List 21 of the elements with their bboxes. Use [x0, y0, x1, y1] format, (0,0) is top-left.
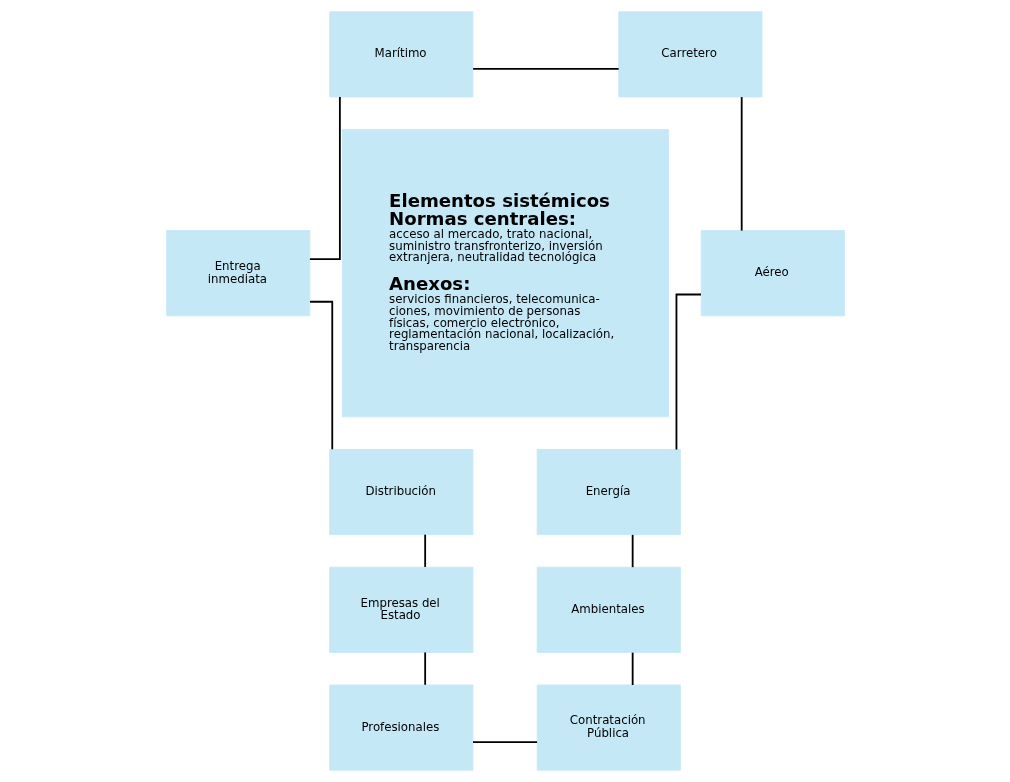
connector [631, 534, 634, 569]
connector [631, 651, 634, 686]
connector [308, 96, 341, 261]
node-box: Aéreo [700, 230, 845, 317]
connector [308, 300, 333, 451]
node-box: Contratación Pública [536, 684, 681, 771]
connector [675, 293, 702, 451]
connector [471, 68, 620, 70]
connector [423, 533, 426, 568]
node-box: Entrega inmediata [165, 230, 310, 317]
node-box: Empresas del Estado [328, 566, 473, 653]
node-box: Carretero [617, 11, 762, 98]
node-box: Energía [536, 449, 681, 536]
connector [423, 651, 426, 686]
node-box: Distribución [328, 449, 473, 536]
node-box: Marítimo [328, 11, 473, 98]
node-box: Profesionales [328, 684, 473, 771]
node-box: Ambientales [536, 566, 681, 653]
connector [471, 741, 538, 743]
node-box: Elementos sistémicos Normas centrales: acceso al mercado, trato nacional, suministro transfronterizo, inversión extranjera, neutralidad tecnológica Anexos: servicios financieros, telecomunica-ciones, movimiento de personas físicas, comercio electrónico, reglamentación nacional, localización, transparencia [341, 129, 669, 418]
connector [740, 96, 743, 232]
